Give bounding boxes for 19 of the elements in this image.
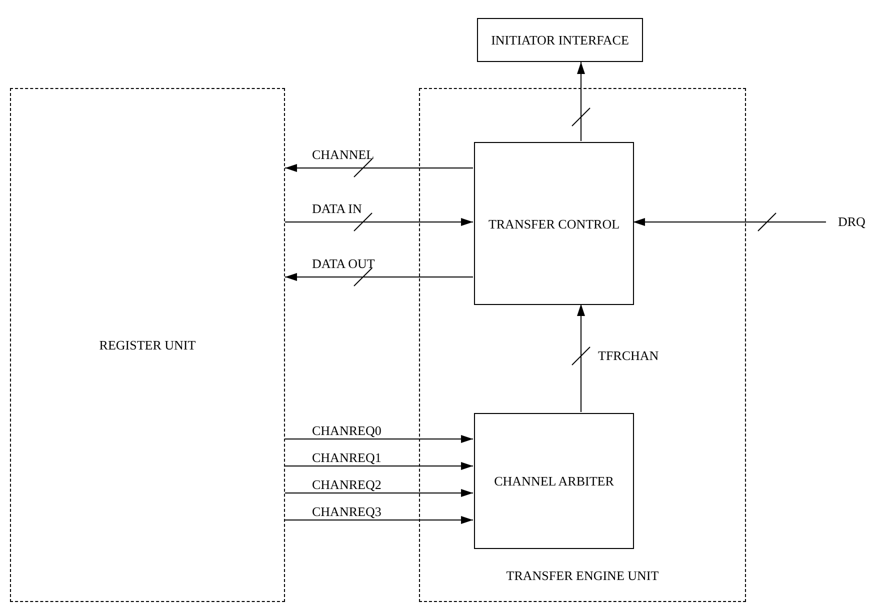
edge-label: CHANREQ2 [312,478,382,491]
block-box [477,18,643,62]
edge-label: DATA IN [312,202,362,215]
edge-label: CHANNEL [312,148,374,161]
block-label: INITIATOR INTERFACE [490,31,630,50]
block-box [474,413,634,549]
signal-label: DRQ [838,213,866,232]
block-label: TRANSFER CONTROL [487,214,621,233]
dashed-unit-frame [10,88,285,602]
block-box [474,142,634,305]
edge-label: TFRCHAN [598,349,659,362]
block-label: REGISTER UNIT [98,336,197,354]
edge-label: DATA OUT [312,257,375,270]
block-label: TRANSFER ENGINE UNIT [505,566,660,584]
edge-label: CHANREQ0 [312,424,382,437]
edge-label: CHANREQ3 [312,505,382,518]
edge-label: CHANREQ1 [312,451,382,464]
block-label: CHANNEL ARBITER [493,472,615,490]
dashed-unit-frame [419,88,746,602]
